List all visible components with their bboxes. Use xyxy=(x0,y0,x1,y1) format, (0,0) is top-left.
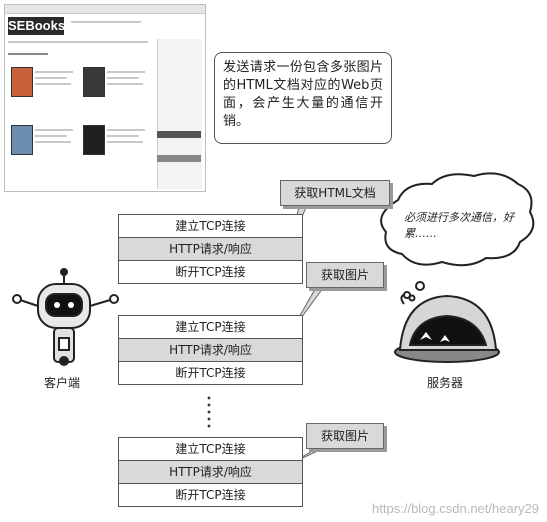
browser-bar xyxy=(5,5,205,14)
server-thought-text: 必须进行多次通信，好累…… xyxy=(404,211,514,240)
book-cover xyxy=(83,67,105,97)
thought-bubble xyxy=(380,172,535,302)
close-tcp-row: 断开TCP连接 xyxy=(175,488,246,502)
book-text xyxy=(107,129,145,131)
http-request-row: HTTP请求/响应 xyxy=(119,237,302,261)
callout-get-html: 获取HTML文档 xyxy=(280,180,390,206)
book-text xyxy=(35,129,73,131)
book-text xyxy=(107,83,143,85)
http-request-row: HTTP请求/响应 xyxy=(119,338,302,362)
webpage-screenshot: SEBooks xyxy=(4,4,206,192)
description-box: 发送请求一份包含多张图片的HTML文档对应的Web页面，会产生大量的通信开销。 xyxy=(214,52,392,144)
book-cover xyxy=(83,125,105,155)
callout-get-image: 获取图片 xyxy=(306,262,384,288)
close-tcp-row: 断开TCP连接 xyxy=(175,265,246,279)
book-text xyxy=(35,83,71,85)
book-text xyxy=(107,71,145,73)
book-cover xyxy=(11,67,33,97)
sidebar-header xyxy=(157,155,201,162)
dots-continuation xyxy=(207,396,211,428)
client-label: 客户端 xyxy=(44,376,81,390)
book-cover xyxy=(11,125,33,155)
book-text xyxy=(35,141,71,143)
sidebar-header xyxy=(157,131,201,138)
book-text xyxy=(107,141,143,143)
sidebar xyxy=(157,39,202,189)
content-line xyxy=(8,41,148,43)
nav-line xyxy=(71,21,141,23)
book-text xyxy=(35,71,73,73)
establish-tcp-row: 建立TCP连接 xyxy=(175,320,246,334)
section-heading xyxy=(8,53,48,55)
establish-tcp-row: 建立TCP连接 xyxy=(175,219,246,233)
connection-stack-3: 建立TCP连接 HTTP请求/响应 断开TCP连接 xyxy=(118,437,303,507)
site-logo: SEBooks xyxy=(8,17,66,35)
book-text xyxy=(35,135,67,137)
callout-get-image: 获取图片 xyxy=(306,423,384,449)
book-text xyxy=(107,135,139,137)
watermark: https://blog.csdn.net/heary29 xyxy=(372,501,539,516)
connection-stack-1: 建立TCP连接 HTTP请求/响应 断开TCP连接 xyxy=(118,214,303,284)
book-text xyxy=(107,77,139,79)
establish-tcp-row: 建立TCP连接 xyxy=(175,442,246,456)
close-tcp-row: 断开TCP连接 xyxy=(175,366,246,380)
server-icon xyxy=(394,291,500,363)
http-request-row: HTTP请求/响应 xyxy=(119,460,302,484)
robot-client-icon xyxy=(12,268,119,366)
connection-stack-2: 建立TCP连接 HTTP请求/响应 断开TCP连接 xyxy=(118,315,303,385)
server-label: 服务器 xyxy=(427,376,464,390)
book-text xyxy=(35,77,67,79)
